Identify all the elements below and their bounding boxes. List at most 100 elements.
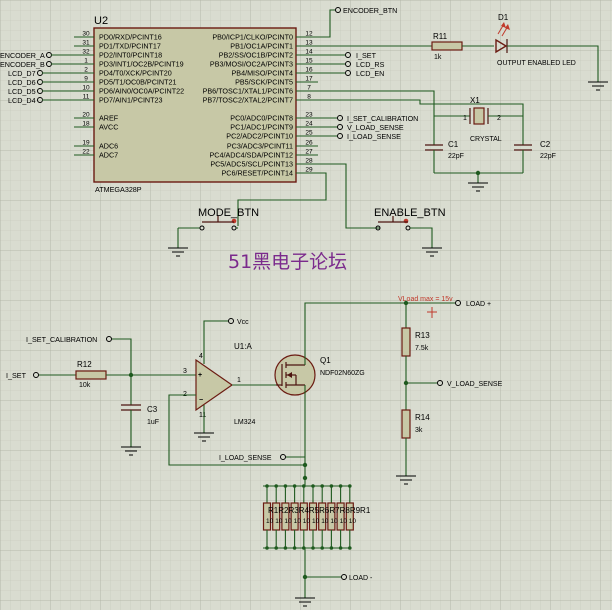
- mcu-left-pin-num: 30: [82, 31, 90, 38]
- mcu-right-pin-num: 7: [307, 85, 311, 92]
- mcu-right-pin-num: 15: [305, 58, 313, 65]
- wire-feedback: [168, 394, 306, 466]
- ground-symbol-array: [295, 597, 315, 607]
- resistor-array-junction-top: [320, 484, 325, 488]
- capacitor-c1[interactable]: C1 22pF: [425, 116, 464, 173]
- mcu-right-pin-name: PB2/SS/OC1B/PCINT2: [219, 51, 293, 60]
- mcu-left-pin-num: 32: [82, 49, 90, 56]
- mcu-right-pin-num: 29: [305, 167, 313, 174]
- mode-button[interactable]: MODE_BTN: [177, 207, 259, 248]
- c3-ref: C3: [147, 405, 158, 414]
- resistor-array-value: 10: [330, 518, 338, 525]
- net-lcd-d4: LCD_D4: [8, 96, 36, 105]
- resistor-array-junction-bottom: [320, 546, 325, 550]
- net-lcd-en: LCD_EN: [356, 69, 384, 78]
- net-i-set-cal-bottom-group: I_SET_CALIBRATION: [26, 335, 132, 375]
- mcu-left-pin-name: PD5/T1/OC0B/PCINT21: [99, 78, 177, 87]
- d1-label: OUTPUT ENABLED LED: [497, 60, 576, 67]
- x1-pin1: 1: [463, 115, 467, 122]
- enable-btn-ref: ENABLE_BTN: [374, 207, 446, 219]
- mcu-right-pin-name: PC4/ADC4/SDA/PCINT12: [210, 151, 293, 160]
- crystal-x1[interactable]: X1 CRYSTAL 1 2: [434, 96, 523, 143]
- resistor-r11[interactable]: R11 1k: [431, 32, 494, 61]
- net-v-load-sense-top: V_LOAD_SENSE: [347, 123, 404, 132]
- mcu-left-pin-name: ADC7: [99, 151, 118, 160]
- svg-text:+: +: [198, 372, 202, 379]
- resistor-array-junction-top: [274, 484, 279, 488]
- svg-text:−: −: [199, 397, 203, 404]
- net-v-load-sense-bottom: V_LOAD_SENSE: [447, 381, 503, 388]
- net-lcd-d5: LCD_D5: [8, 87, 36, 96]
- enable-button[interactable]: ENABLE_BTN: [374, 207, 446, 248]
- ground-symbol-c3: [121, 446, 141, 456]
- mcu-right-pin-num: 17: [305, 76, 313, 83]
- ground-symbol-mode: [168, 247, 188, 257]
- u1a-ref: U1:A: [234, 342, 252, 351]
- mode-btn-ref: MODE_BTN: [198, 207, 259, 219]
- capacitor-c2[interactable]: C2 22pF: [514, 116, 556, 173]
- mcu-left-pin-name: PD1/TXD/PCINT17: [99, 42, 161, 51]
- mcu-right-pin-num: 13: [305, 40, 313, 47]
- left-net-labels: ENCODER_A ENCODER_B LCD_D7 LCD_D6 LCD_D5…: [0, 51, 74, 105]
- resistor-array-value: 10: [266, 518, 274, 525]
- net-lcd-d7: LCD_D7: [8, 69, 36, 78]
- wire-opamp-vcc: [203, 320, 228, 364]
- ground-symbol-r14: [396, 475, 416, 485]
- mcu-left-pin-num: 20: [82, 112, 90, 119]
- mcu-right-pin-name: PC2/ADC2/PCINT10: [226, 132, 293, 141]
- resistor-array-junction-top: [311, 484, 315, 488]
- mcu-left-pin-name: PD6/AIN0/OC0A/PCINT22: [99, 87, 184, 96]
- net-i-set-cal-bottom: I_SET_CALIBRATION: [26, 335, 97, 344]
- mcu-part: ATMEGA328P: [95, 185, 142, 194]
- net-i-set-bottom: I_SET: [6, 371, 27, 380]
- mcu-left-pin-name: PD2/INT0/PCINT18: [99, 51, 162, 60]
- mcu-right-pin-num: 23: [305, 112, 313, 119]
- ground-symbol-opamp: [194, 432, 214, 442]
- u1a-part: LM324: [234, 419, 256, 426]
- c2-ref: C2: [540, 140, 551, 149]
- mcu-right-pin-name: PB7/TOSC2/XTAL2/PCINT7: [203, 96, 293, 105]
- mcu-left-pin-name: PD3/INT1/OC2B/PCINT19: [99, 60, 184, 69]
- net-i-load-sense-bottom: I_LOAD_SENSE: [219, 455, 272, 462]
- mcu-ref: U2: [94, 15, 108, 27]
- mcu-right-pin-name: PB4/MISO/PCINT4: [231, 69, 293, 78]
- x1-label: CRYSTAL: [470, 136, 502, 143]
- net-vcc: Vcc: [237, 319, 249, 326]
- mcu-left-pin-name: AVCC: [99, 123, 118, 132]
- r13-value: 7.5k: [415, 345, 429, 352]
- mcu-left-pin-num: 19: [82, 140, 90, 147]
- resistor-array-junction-bottom: [265, 546, 269, 550]
- mcu-left-pin-name: AREF: [99, 114, 119, 123]
- resistor-array-junction-bottom: [338, 546, 343, 550]
- capacitor-c3[interactable]: C3 1uF: [121, 375, 159, 447]
- mcu-right-pin-num: 28: [305, 158, 313, 165]
- r14-value: 3k: [415, 427, 423, 434]
- mcu-right-pin-num: 12: [305, 31, 313, 38]
- led-d1[interactable]: D1 OUTPUT ENABLED LED: [495, 13, 599, 82]
- resistor-array-junction-bottom: [348, 546, 352, 550]
- resistor-array-junction-top: [338, 484, 343, 488]
- resistor-array-junction-top: [348, 484, 352, 488]
- resistor-array-junction-bottom: [283, 546, 288, 550]
- mcu-right-pin-num: 8: [307, 94, 311, 101]
- mcu-left-pin-name: PD0/RXD/PCINT16: [99, 33, 162, 42]
- mcu-left-pin-num: 18: [82, 121, 90, 128]
- ground-symbol-crystal: [468, 182, 488, 192]
- r11-ref: R11: [433, 32, 448, 41]
- mcu-right-pin-num: 16: [305, 67, 313, 74]
- q1-ref: Q1: [320, 356, 331, 365]
- resistor-array-junction-bottom: [329, 546, 334, 550]
- mcu-right-pin-name: PC6/RESET/PCINT14: [222, 169, 294, 178]
- c1-value: 22pF: [448, 153, 464, 160]
- mcu-right-pin-name: PC3/ADC3/PCINT11: [227, 142, 293, 151]
- net-lcd-rs: LCD_RS: [356, 60, 385, 69]
- resistor-array-value: 10: [303, 518, 311, 525]
- resistor-array-junction-top: [283, 484, 288, 488]
- opamp-u1a[interactable]: + − U1:A LM324 3 2 1 4 11: [183, 342, 256, 426]
- mcu-left-pin-name: PD4/T0/XCK/PCINT20: [99, 69, 172, 78]
- mcu-body: [93, 27, 297, 183]
- mcu-right-pin-num: 26: [305, 140, 313, 147]
